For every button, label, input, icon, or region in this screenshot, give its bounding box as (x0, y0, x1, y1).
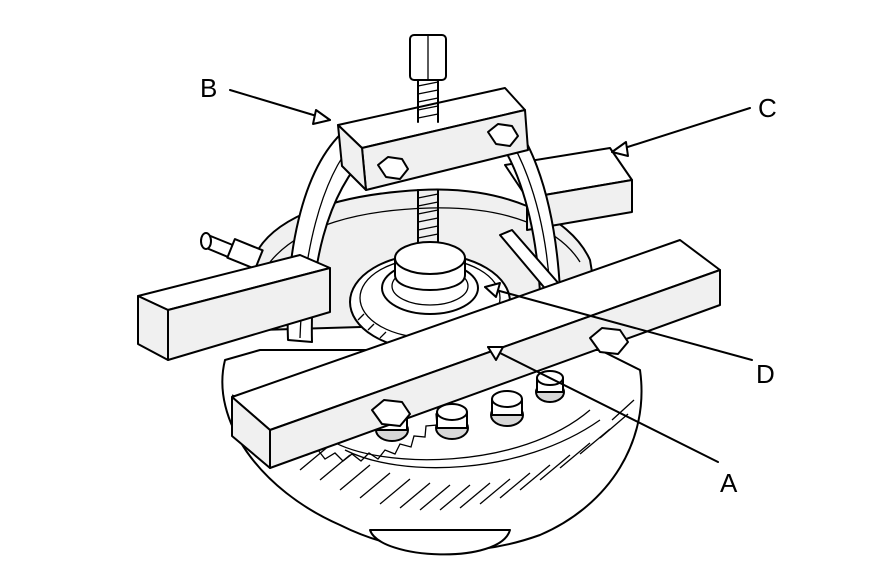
callout-leaders (229, 89, 753, 463)
bar-bolt-left-icon (371, 399, 411, 427)
bolt-icon (490, 390, 524, 427)
callout-label-c: C (758, 93, 777, 123)
puller-yoke-b (337, 87, 529, 191)
side-stud-left (200, 232, 264, 270)
bar-bolt-right-icon (589, 327, 629, 355)
callout-label-a: A (720, 468, 738, 498)
yoke-bolt-left-icon (377, 156, 409, 180)
callout-label-b: B (200, 73, 217, 103)
bolt-icon (535, 370, 565, 403)
yoke-bolt-right-icon (487, 123, 519, 147)
support-bar-left (137, 254, 331, 361)
bolt-icon (435, 403, 469, 440)
callout-label-d: D (756, 359, 775, 389)
